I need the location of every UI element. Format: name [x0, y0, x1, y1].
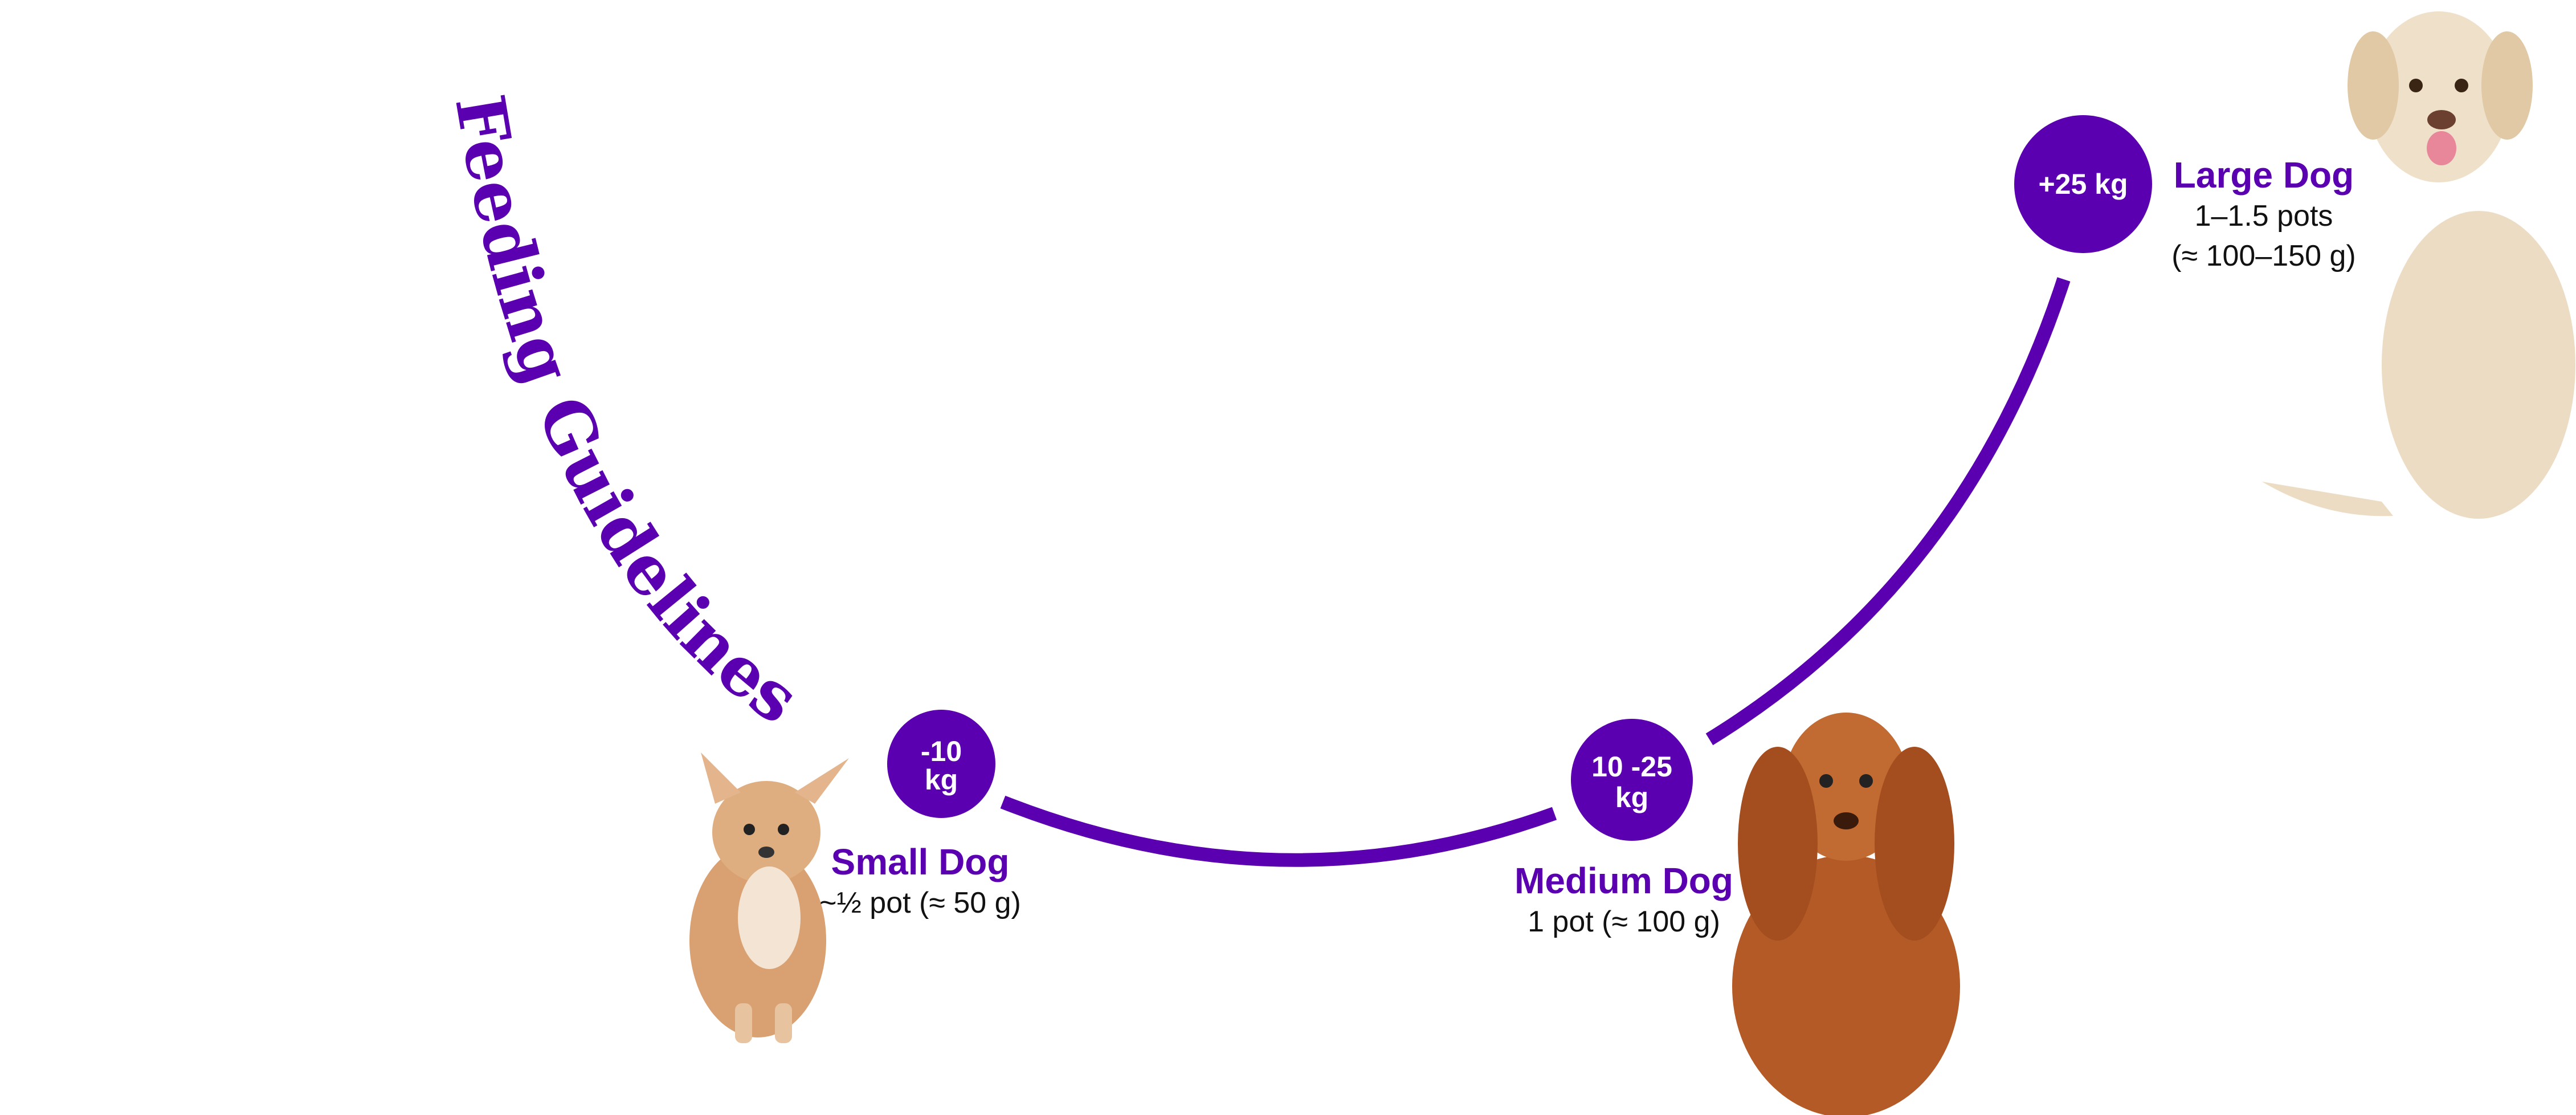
- tier-amount: ~½ pot (≈ 50 g): [819, 886, 1021, 919]
- svg-text:kg: kg: [925, 764, 958, 796]
- tier-name: Large Dog: [2173, 154, 2354, 196]
- weight-badge-medium: 10 -25 kg: [1571, 719, 1693, 841]
- tier-amount-line1: 1–1.5 pots: [2194, 200, 2333, 233]
- page-title: Feeding Guidelines: [440, 89, 813, 739]
- tier-amount-line2: (≈ 100–150 g): [2171, 239, 2356, 273]
- tier-name: Medium Dog: [1514, 860, 1733, 901]
- cocker-spaniel-photo: [1732, 713, 1960, 1115]
- chihuahua-photo: [689, 752, 849, 1043]
- labrador-photo: [2262, 11, 2575, 519]
- svg-text:kg: kg: [1615, 782, 1648, 813]
- connector-small-medium: [1000, 795, 1557, 867]
- svg-text:+25 kg: +25 kg: [2038, 168, 2128, 200]
- weight-badge-large: +25 kg: [2014, 115, 2152, 253]
- tier-large: Large Dog 1–1.5 pots (≈ 100–150 g): [2171, 154, 2355, 276]
- svg-text:-10: -10: [921, 735, 962, 767]
- tier-name: Small Dog: [831, 841, 1010, 882]
- tier-medium: Medium Dog 1 pot (≈ 100 g): [1514, 860, 1733, 942]
- weight-badge-small: -10 kg: [887, 710, 995, 818]
- tier-small: Small Dog ~½ pot (≈ 50 g): [819, 841, 1021, 923]
- svg-text:10 -25: 10 -25: [1591, 751, 1672, 783]
- connector-medium-large: [1705, 277, 2071, 746]
- tier-amount: 1 pot (≈ 100 g): [1528, 905, 1720, 938]
